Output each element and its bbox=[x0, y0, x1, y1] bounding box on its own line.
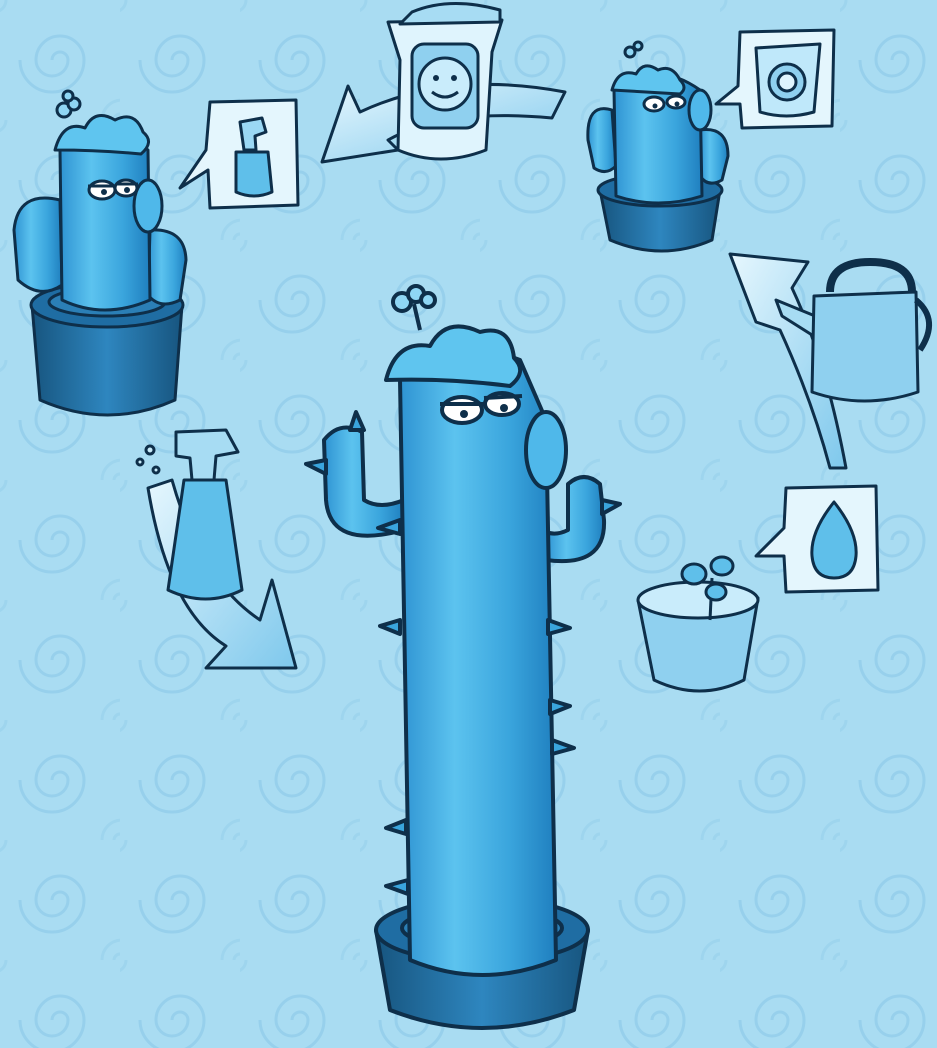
spray-bottle-icon bbox=[236, 118, 272, 196]
fertilizer-bag-icon bbox=[756, 44, 820, 116]
fertilizer-bag-icon bbox=[388, 3, 502, 159]
